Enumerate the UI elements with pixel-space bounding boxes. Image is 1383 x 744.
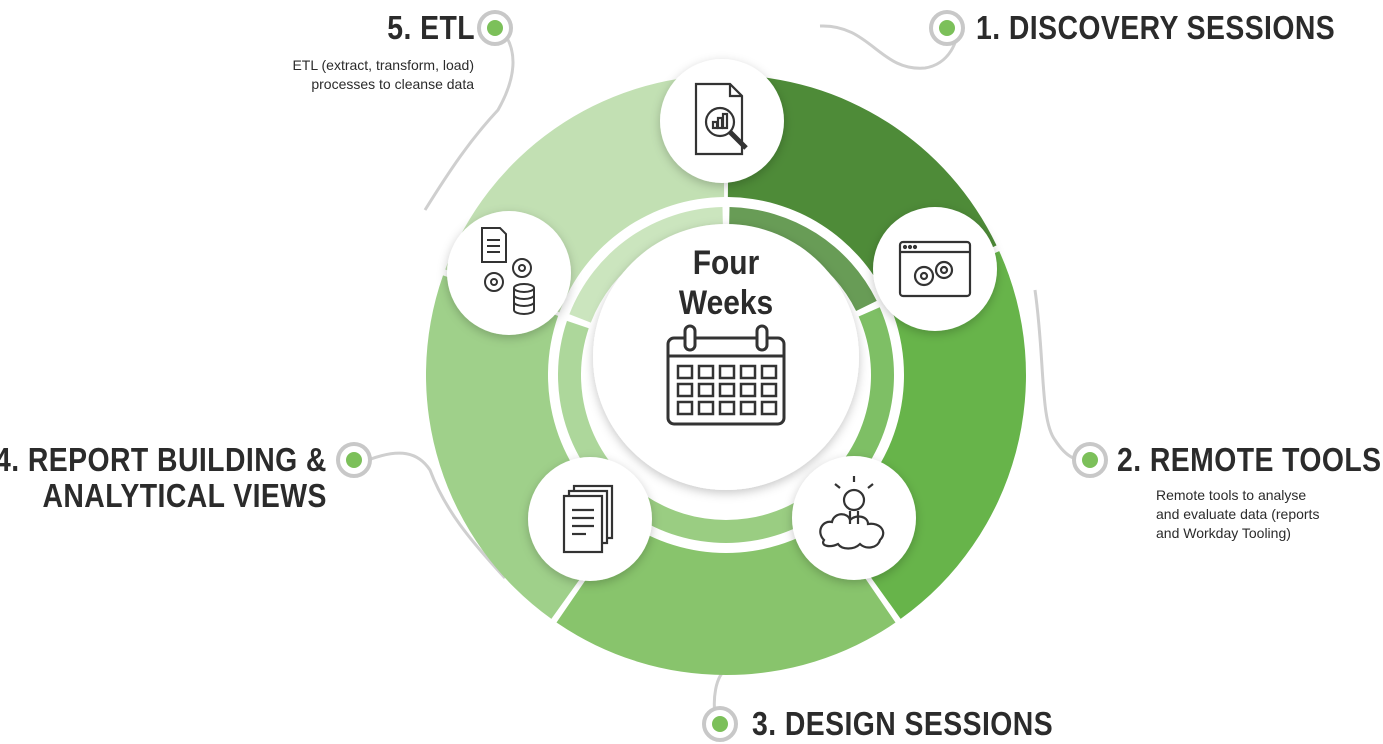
inner-segment-step-3 — [632, 495, 820, 543]
marker-step-1 — [929, 10, 965, 46]
step-3-icon-node — [792, 456, 916, 580]
document-stack-icon — [562, 484, 614, 554]
step-1-icon-node — [660, 59, 784, 183]
step-2-title: 2. REMOTE TOOLS — [1117, 441, 1382, 478]
step-5-description-line: ETL (extract, transform, load) — [292, 57, 474, 73]
step-4-icon-node — [528, 457, 652, 581]
center-title: Four Weeks — [638, 243, 814, 323]
marker-step-4 — [336, 442, 372, 478]
step-2-description-line: and evaluate data (reports — [1156, 506, 1320, 522]
marker-step-3 — [702, 706, 738, 742]
step-5-description-line: processes to cleanse data — [311, 76, 474, 92]
connector-step-1 — [819, 24, 960, 70]
icon-circles — [447, 59, 997, 581]
step-1-title: 1. DISCOVERY SESSIONS — [976, 9, 1336, 46]
center-title-line-2: Weeks — [678, 284, 774, 322]
inner-segment-step-4 — [558, 320, 641, 511]
step-2-description: Remote tools to analyse and evaluate dat… — [1156, 486, 1319, 543]
calendar-icon — [666, 324, 786, 426]
step-2-description-line: Remote tools to analyse — [1156, 487, 1307, 503]
inner-segment-step-2 — [811, 307, 894, 511]
step-5-description: ETL (extract, transform, load) processes… — [292, 56, 474, 94]
step-markers — [336, 10, 1108, 742]
marker-step-5 — [477, 10, 513, 46]
magnifier-chart-document-icon — [694, 82, 748, 156]
step-3-title: 3. DESIGN SESSIONS — [752, 705, 1054, 742]
step-4-title-line: ANALYTICAL VIEWS — [42, 477, 327, 514]
step-2-icon-node — [873, 207, 997, 331]
connector-step-4 — [367, 451, 507, 580]
step-4-title: 4. REPORT BUILDING & ANALYTICAL VIEWS — [0, 442, 327, 514]
browser-gears-icon — [898, 240, 972, 298]
lightbulb-brain-icon — [819, 476, 885, 550]
step-5-title: 5. ETL — [387, 9, 475, 46]
connector-step-5 — [423, 26, 515, 211]
center-title-line-1: Four — [692, 244, 760, 282]
step-5-icon-node — [447, 211, 571, 335]
step-4-title-line: 4. REPORT BUILDING & — [0, 441, 327, 478]
step-2-description-line: and Workday Tooling) — [1156, 525, 1291, 541]
connector-step-2 — [1033, 289, 1086, 462]
marker-step-2 — [1072, 442, 1108, 478]
document-gears-database-icon — [481, 227, 535, 315]
